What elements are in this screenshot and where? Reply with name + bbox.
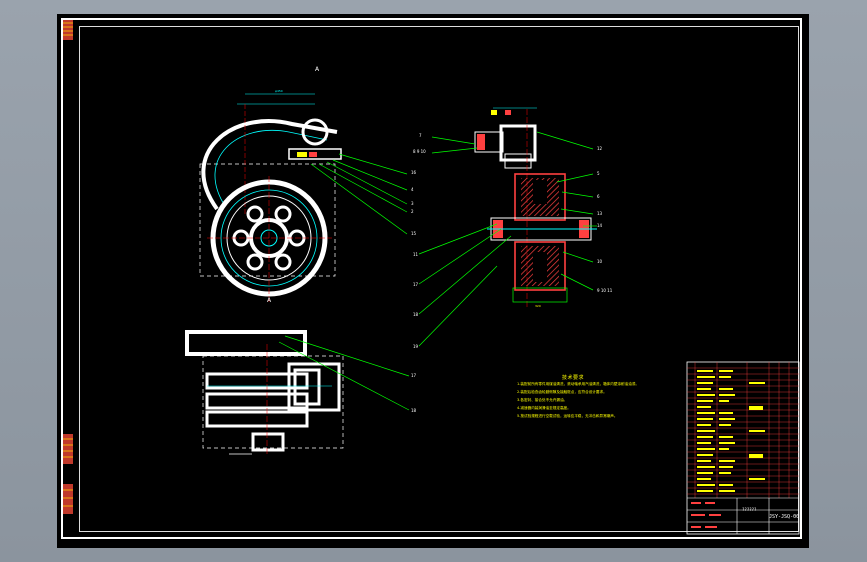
assembly-drawing: φ450 A A 16 4 3 2 15 — [63, 20, 800, 535]
svg-text:16: 16 — [411, 170, 417, 175]
svg-text:8 9 10: 8 9 10 — [413, 149, 426, 154]
drawing-frame-inner — [79, 26, 799, 532]
technical-note-1: 1.装配前所有零件用煤油清洗，滚动轴承用汽油清洗，箱体内壁涂耐油油漆。 — [517, 382, 640, 386]
svg-text:10: 10 — [597, 259, 603, 264]
top-view — [185, 330, 344, 456]
callouts-front: 16 4 3 2 15 — [411, 170, 417, 236]
svg-text:17: 17 — [413, 282, 419, 287]
leaders-front — [310, 153, 408, 235]
title-block-table — [686, 361, 800, 535]
svg-text:2: 2 — [411, 209, 414, 214]
svg-text:17: 17 — [411, 373, 417, 378]
svg-text:11: 11 — [413, 252, 419, 257]
svg-text:19: 19 — [413, 344, 419, 349]
callouts-section: 7 8 9 10 12 5 6 13 14 10 9 10 11 11 17 1… — [413, 133, 613, 349]
margin-index-marks — [63, 20, 73, 514]
technical-note-4: 4.减速器内装润滑油至规定高度。 — [517, 406, 571, 410]
drawing-frame-outer — [61, 18, 802, 539]
svg-text:7: 7 — [419, 133, 422, 138]
svg-text:13: 13 — [597, 211, 603, 216]
svg-text:5: 5 — [597, 171, 600, 176]
cad-viewport[interactable]: φ450 A A 16 4 3 2 15 — [57, 14, 809, 548]
section-view: 320 — [474, 107, 597, 309]
svg-text:12: 12 — [597, 146, 603, 151]
leaders-top — [278, 335, 410, 411]
svg-text:6: 6 — [597, 194, 600, 199]
title-block-sheet-code: JSY-JSQ-00 — [769, 514, 800, 520]
svg-text:3: 3 — [411, 201, 414, 206]
svg-text:A: A — [267, 297, 272, 304]
svg-text:320: 320 — [535, 304, 541, 308]
technical-note-5: 5.按试验规程进行空载试验，运转应平稳，无冲击和异常噪声。 — [517, 414, 618, 418]
leaders-section — [418, 131, 597, 347]
svg-text:9 10 11: 9 10 11 — [597, 288, 613, 293]
title-block-drawing-no: ?????? — [742, 507, 757, 512]
svg-text:14: 14 — [597, 223, 603, 228]
svg-text:4: 4 — [411, 187, 414, 192]
svg-text:15: 15 — [411, 231, 417, 236]
view-label-top: A — [315, 66, 320, 73]
callouts-top: 17 18 — [411, 373, 417, 413]
svg-text:18: 18 — [413, 312, 419, 317]
technical-note-2: 2.装配后检查齿轮副侧隙及接触斑点，应符合设计要求。 — [517, 390, 607, 394]
front-view: φ450 A A — [199, 66, 342, 304]
svg-text:18: 18 — [411, 408, 417, 413]
technical-note-3: 3.各密封、接合处不允许漏油。 — [517, 398, 568, 402]
svg-text:φ450: φ450 — [275, 89, 283, 93]
technical-notes-title: 技术要求 — [562, 375, 585, 381]
